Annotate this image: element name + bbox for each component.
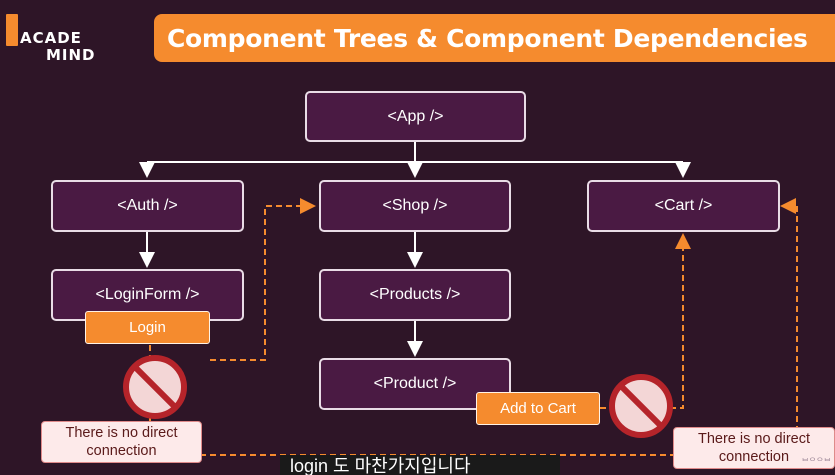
tree-edges: [139, 141, 691, 357]
video-subtitle: login 도 마찬가지입니다: [280, 455, 560, 475]
note-line: connection: [718, 449, 790, 465]
note-no-direct-connection-right: There is no direct connection: [673, 427, 835, 469]
node-auth: <Auth />: [51, 180, 244, 232]
node-cart: <Cart />: [587, 180, 780, 232]
note-line: There is no direct: [65, 425, 178, 441]
node-products: <Products />: [319, 269, 511, 321]
no-entry-icon: [123, 355, 187, 419]
logo-text-line1: ACADE: [20, 29, 82, 47]
note-no-direct-connection-left: There is no direct connection: [41, 421, 202, 463]
tag-add-to-cart: Add to Cart: [476, 392, 600, 425]
tag-login: Login: [85, 311, 210, 344]
page-title: Component Trees & Component Dependencies: [167, 23, 808, 53]
corner-mark: ᄇᄋᄋᄇ: [801, 457, 831, 466]
note-line: connection: [86, 443, 157, 459]
node-app: <App />: [305, 91, 526, 142]
node-shop: <Shop />: [319, 180, 511, 232]
note-line: There is no direct: [697, 431, 811, 447]
logo-bar: [6, 14, 18, 46]
dependency-edges: [149, 198, 798, 456]
title-banner: Component Trees & Component Dependencies: [154, 14, 835, 62]
no-entry-icon: [609, 374, 673, 438]
logo-text-line2: MIND: [46, 46, 96, 64]
academind-logo: ACADE MIND: [6, 14, 126, 64]
